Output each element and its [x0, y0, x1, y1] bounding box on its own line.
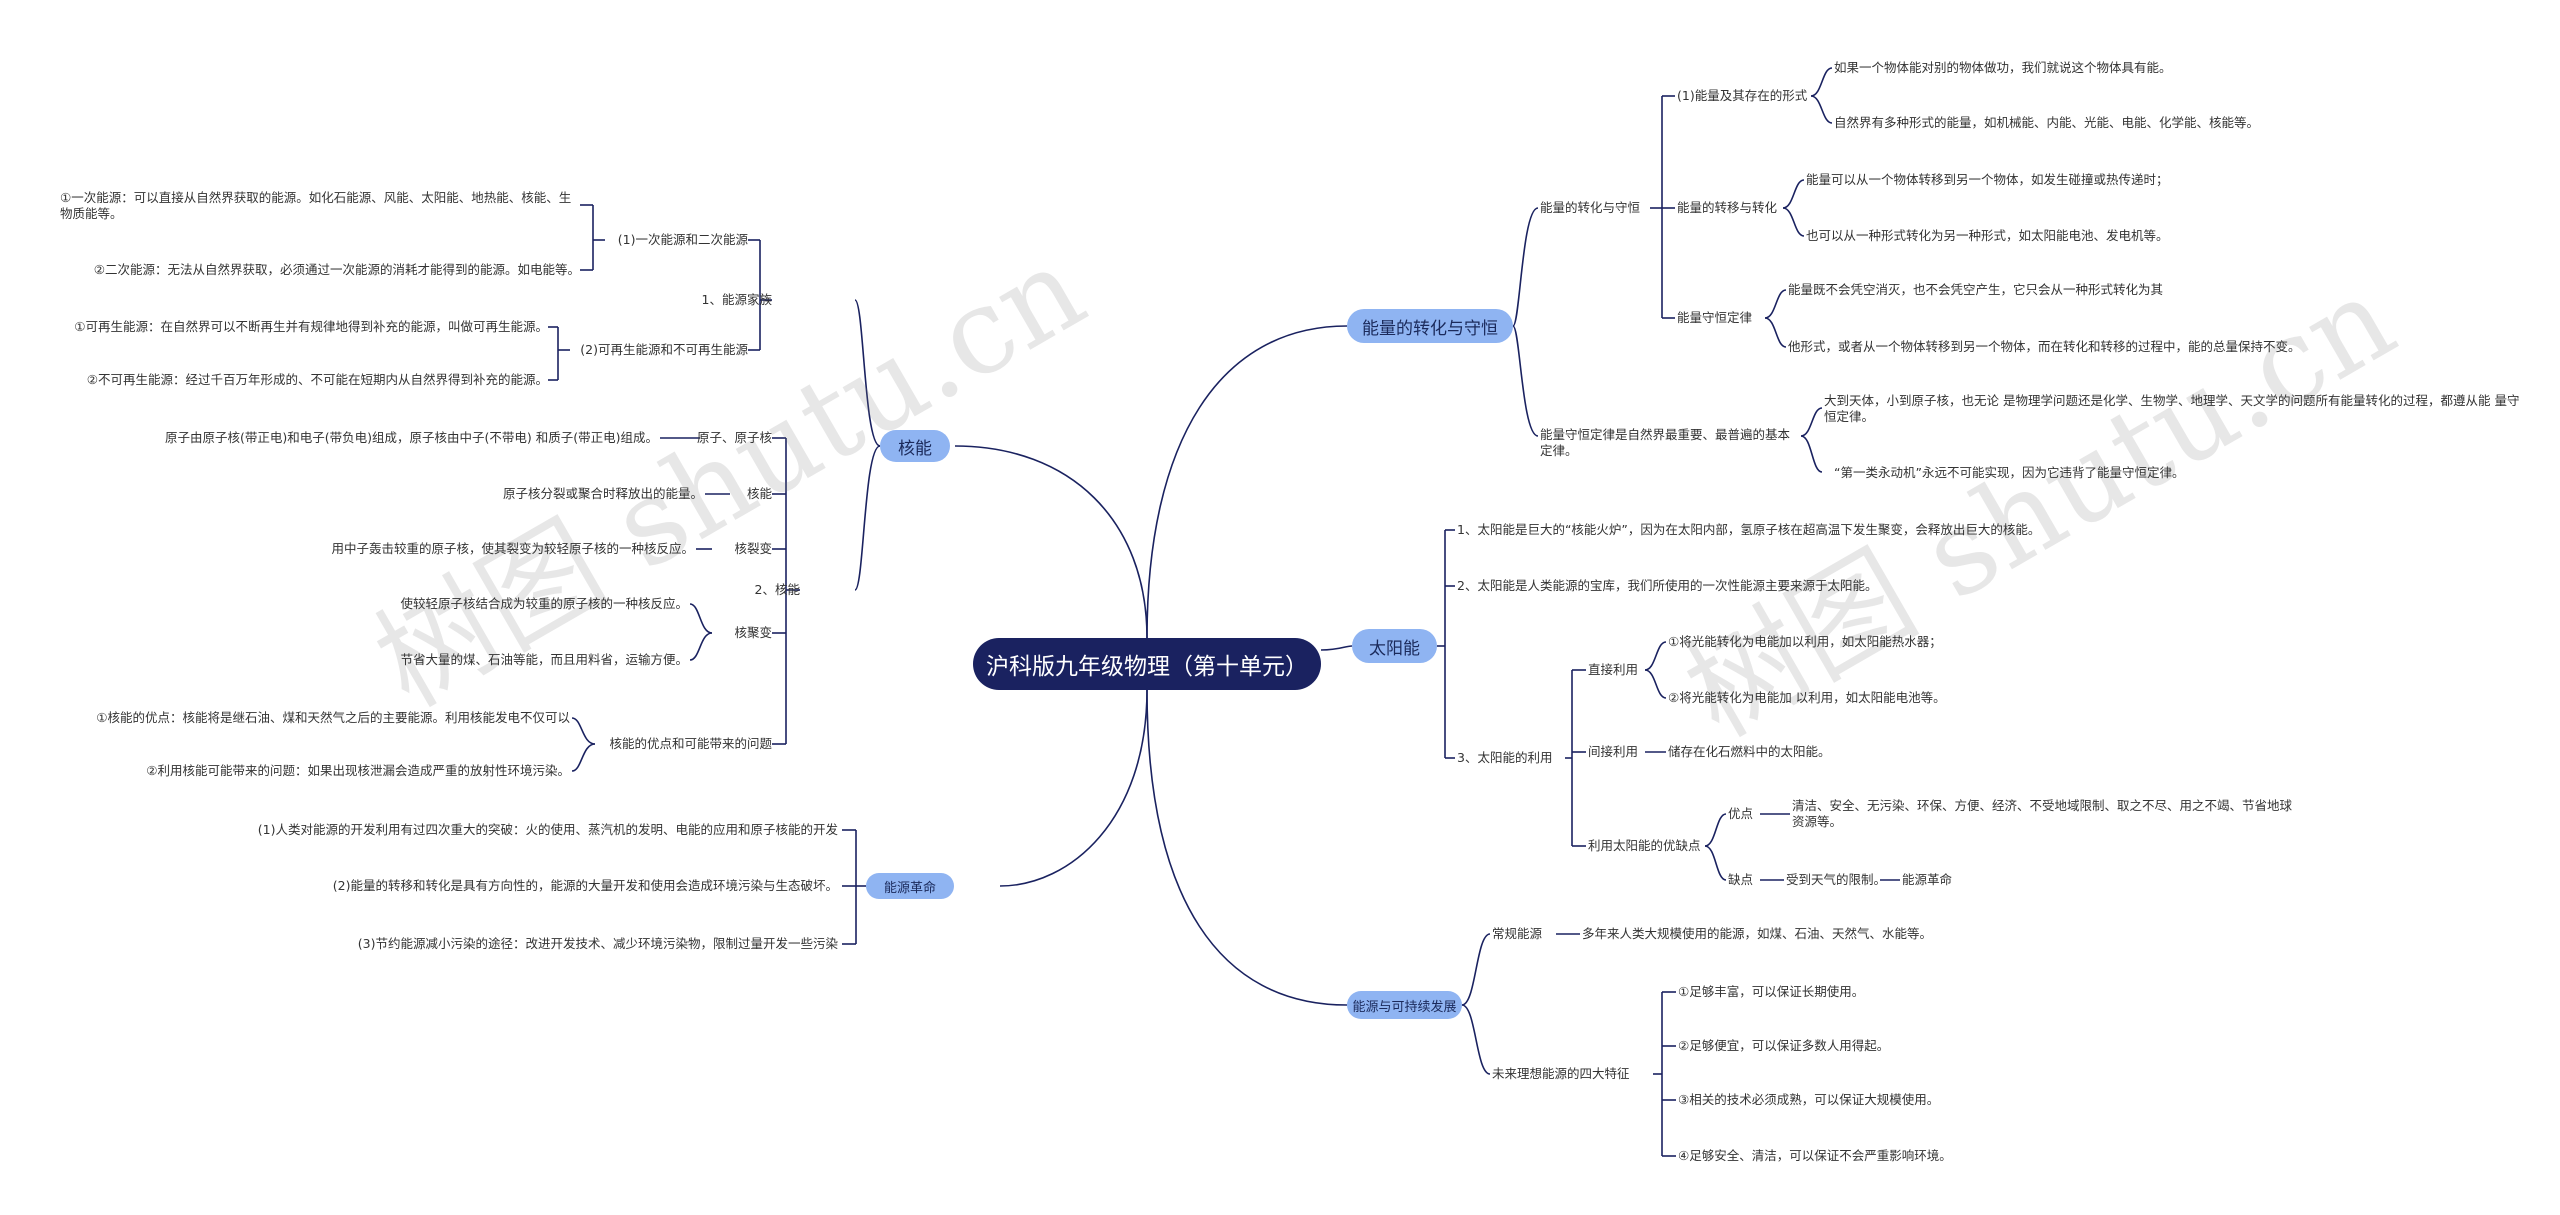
node-sun-cons[interactable]: 缺点: [1728, 872, 1754, 887]
node-nuclear-family[interactable]: 1、能源家族: [701, 292, 772, 307]
leaf-sun-direct-2: ②将光能转化为电能加 以利用，如太阳能电池等。: [1668, 690, 1946, 705]
node-nuclear-energy[interactable]: 核能: [746, 486, 772, 501]
leaf-sustain-future-3: ③相关的技术必须成熟，可以保证大规模使用。: [1678, 1092, 1940, 1107]
node-nuclear-renew[interactable]: (2)可再生能源和不可再生能源: [580, 342, 748, 357]
leaf-energy-basic-1: 大到天体，小到原子核，也无论 是物理学问题还是化学、生物学、地理学、天文学的问题…: [1824, 393, 2520, 424]
leaf-nuclear-atom-1: 原子由原子核(带正电)和电子(带负电)组成，原子核由中子(不带电) 和质子(带正…: [165, 430, 658, 445]
leaf-nuclear-fusion-1: 使较轻原子核结合成为较重的原子核的一种核反应。: [400, 596, 688, 611]
node-nuclear-primary[interactable]: (1)一次能源和二次能源: [617, 232, 748, 247]
node-sun-item-2[interactable]: 2、太阳能是人类能源的宝库，我们所使用的一次性能源主要来源于太阳能。: [1457, 578, 1878, 593]
node-sun-pros[interactable]: 优点: [1728, 806, 1754, 821]
branch-solar-energy[interactable]: 太阳能: [1352, 629, 1437, 663]
node-nuclear-nuc[interactable]: 2、核能: [754, 582, 800, 597]
leaf-nuclear-merits-2: ②利用核能可能带来的问题：如果出现核泄漏会造成严重的放射性环境污染。: [146, 763, 570, 778]
node-energy-conversion[interactable]: 能量的转化与守恒: [1540, 200, 1641, 215]
node-energy-transfer[interactable]: 能量的转移与转化: [1677, 200, 1778, 215]
leaf-energy-forms-2: 自然界有多种形式的能量，如机械能、内能、光能、电能、化学能、核能等。: [1834, 115, 2260, 130]
leaf-nuclear-merits-1: ①核能的优点：核能将是继石油、煤和天然气之后的主要能源。利用核能发电不仅可以: [96, 710, 570, 725]
leaf-sun-pros-1: 清洁、安全、无污染、环保、方便、经济、不受地域限制、取之不尽、用之不竭、节省地球…: [1792, 798, 2293, 829]
branch-energy-conservation[interactable]: 能量的转化与守恒: [1347, 309, 1513, 343]
node-energy-law[interactable]: 能量守恒定律: [1677, 310, 1753, 325]
root-node[interactable]: 沪科版九年级物理（第十单元）: [973, 638, 1321, 690]
leaf-nuclear-fusion-2: 节省大量的煤、石油等能，而且用料省，运输方便。: [400, 652, 688, 667]
leaf-sustain-conventional-1: 多年来人类大规模使用的能源，如煤、石油、天然气、水能等。: [1582, 926, 1933, 941]
leaf-revolution-3: (3)节约能源减小污染的途径：改进开发技术、减少环境污染物，限制过量开发一些污染: [357, 936, 838, 951]
branch-nuclear-energy[interactable]: 核能: [880, 430, 950, 462]
leaf-sun-cons-1: 受到天气的限制。: [1786, 872, 1887, 887]
leaf-energy-law-2: 他形式，或者从一个物体转移到另一个物体，而在转化和转移的过程中，能的总量保持不变…: [1788, 339, 2301, 354]
leaf-nuclear-energy-1: 原子核分裂或聚合时释放出的能量。: [502, 486, 703, 501]
node-sun-direct[interactable]: 直接利用: [1588, 662, 1639, 677]
leaf-revolution-1: (1)人类对能源的开发利用有过四次重大的突破：火的使用、蒸汽机的发明、电能的应用…: [257, 822, 838, 837]
leaf-sun-cons-2: 能源革命: [1902, 872, 1953, 887]
leaf-revolution-2: (2)能量的转移和转化是具有方向性的，能源的大量开发和使用会造成环境污染与生态破…: [332, 878, 838, 893]
node-energy-basic-law[interactable]: 能量守恒定律是自然界最重要、最普遍的基本定律。: [1540, 427, 1791, 458]
node-sun-proscons[interactable]: 利用太阳能的优缺点: [1588, 838, 1701, 853]
leaf-energy-basic-2: “第一类永动机”永远不可能实现，因为它违背了能量守恒定律。: [1834, 465, 2185, 480]
branch-sustainable-development[interactable]: 能源与可持续发展: [1347, 991, 1462, 1019]
leaf-sustain-future-4: ④足够安全、清洁，可以保证不会严重影响环境。: [1678, 1148, 1952, 1163]
node-nuclear-fission[interactable]: 核裂变: [734, 541, 772, 556]
leaf-sustain-future-1: ①足够丰富，可以保证长期使用。: [1678, 984, 1865, 999]
node-energy-forms[interactable]: (1)能量及其存在的形式: [1677, 88, 1808, 103]
node-sustain-conventional[interactable]: 常规能源: [1492, 926, 1543, 941]
leaf-energy-forms-1: 如果一个物体能对别的物体做功，我们就说这个物体具有能。: [1834, 60, 2172, 75]
leaf-sun-direct-1: ①将光能转化为电能加以利用，如太阳能热水器；: [1668, 634, 1942, 649]
node-nuclear-atom[interactable]: 原子、原子核: [696, 430, 772, 445]
leaf-energy-transfer-2: 也可以从一种形式转化为另一种形式，如太阳能电池、发电机等。: [1806, 228, 2169, 243]
leaf-nuclear-primary-1: ①一次能源：可以直接从自然界获取的能源。如化石能源、风能、太阳能、地热能、核能、…: [60, 190, 572, 221]
leaf-sustain-future-2: ②足够便宜，可以保证多数人用得起。: [1678, 1038, 1890, 1053]
leaf-nuclear-renew-1: ①可再生能源：在自然界可以不断再生并有规律地得到补充的能源，叫做可再生能源。: [74, 319, 548, 334]
branch-energy-revolution[interactable]: 能源革命: [866, 873, 954, 899]
leaf-nuclear-primary-2: ②二次能源：无法从自然界获取，必须通过一次能源的消耗才能得到的能源。如电能等。: [93, 262, 580, 277]
node-nuclear-fusion[interactable]: 核聚变: [734, 625, 772, 640]
node-sustain-future[interactable]: 未来理想能源的四大特征: [1492, 1066, 1630, 1081]
node-nuclear-merits[interactable]: 核能的优点和可能带来的问题: [609, 736, 772, 751]
leaf-nuclear-fission-1: 用中子轰击较重的原子核，使其裂变为较轻原子核的一种核反应。: [331, 541, 694, 556]
node-sun-item-3[interactable]: 3、太阳能的利用: [1457, 750, 1553, 765]
leaf-energy-law-1: 能量既不会凭空消灭，也不会凭空产生，它只会从一种形式转化为其: [1788, 282, 2164, 297]
leaf-nuclear-renew-2: ②不可再生能源：经过千百万年形成的、不可能在短期内从自然界得到补充的能源。: [86, 372, 548, 387]
leaf-energy-transfer-1: 能量可以从一个物体转移到另一个物体，如发生碰撞或热传递时；: [1806, 172, 2169, 187]
node-sun-item-1[interactable]: 1、太阳能是巨大的“核能火炉”，因为在太阳内部，氢原子核在超高温下发生聚变，会释…: [1457, 522, 2041, 537]
node-sun-indirect[interactable]: 间接利用: [1588, 744, 1639, 759]
leaf-sun-indirect-1: 储存在化石燃料中的太阳能。: [1668, 744, 1831, 759]
